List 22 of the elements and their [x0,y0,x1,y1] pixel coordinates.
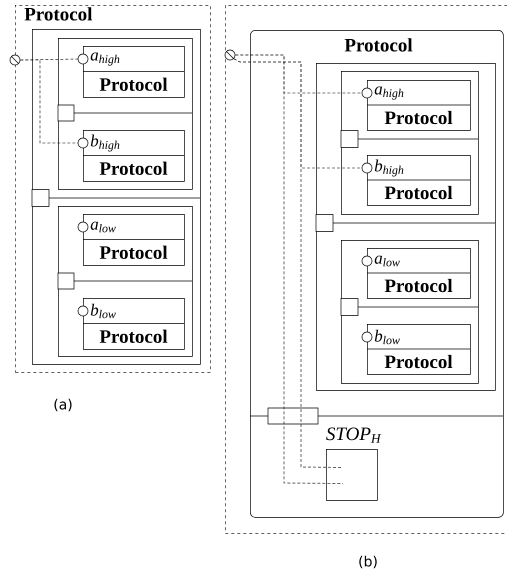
group-box [316,63,496,391]
component-box: a$_{low}$ Protocol [78,214,185,266]
dashed-frame [225,5,507,534]
port-symbol [224,50,236,60]
node-label: STOP$_{H}$ [326,427,382,443]
group-box [58,38,193,190]
panel-label: (a) [54,398,72,412]
component-box: b$_{low}$ Protocol [78,298,185,350]
group-box [340,71,479,215]
component-box: a$_{high}$ Protocol [78,46,185,98]
connector [20,60,78,144]
panel-label: (b) [359,556,377,568]
component-box: a$_{high}$ Protocol [362,80,471,131]
component-box: a$_{low}$ Protocol [362,248,471,299]
component-box: b$_{high}$ Protocol [78,130,185,182]
component-box: b$_{low}$ Protocol [362,324,471,375]
group-box [58,206,193,357]
component-box: b$_{high}$ Protocol [362,155,471,206]
group-box [32,29,201,365]
group-box [340,240,479,384]
port-symbol [10,54,20,66]
stop-box: STOP$_{H}$ [326,427,382,501]
